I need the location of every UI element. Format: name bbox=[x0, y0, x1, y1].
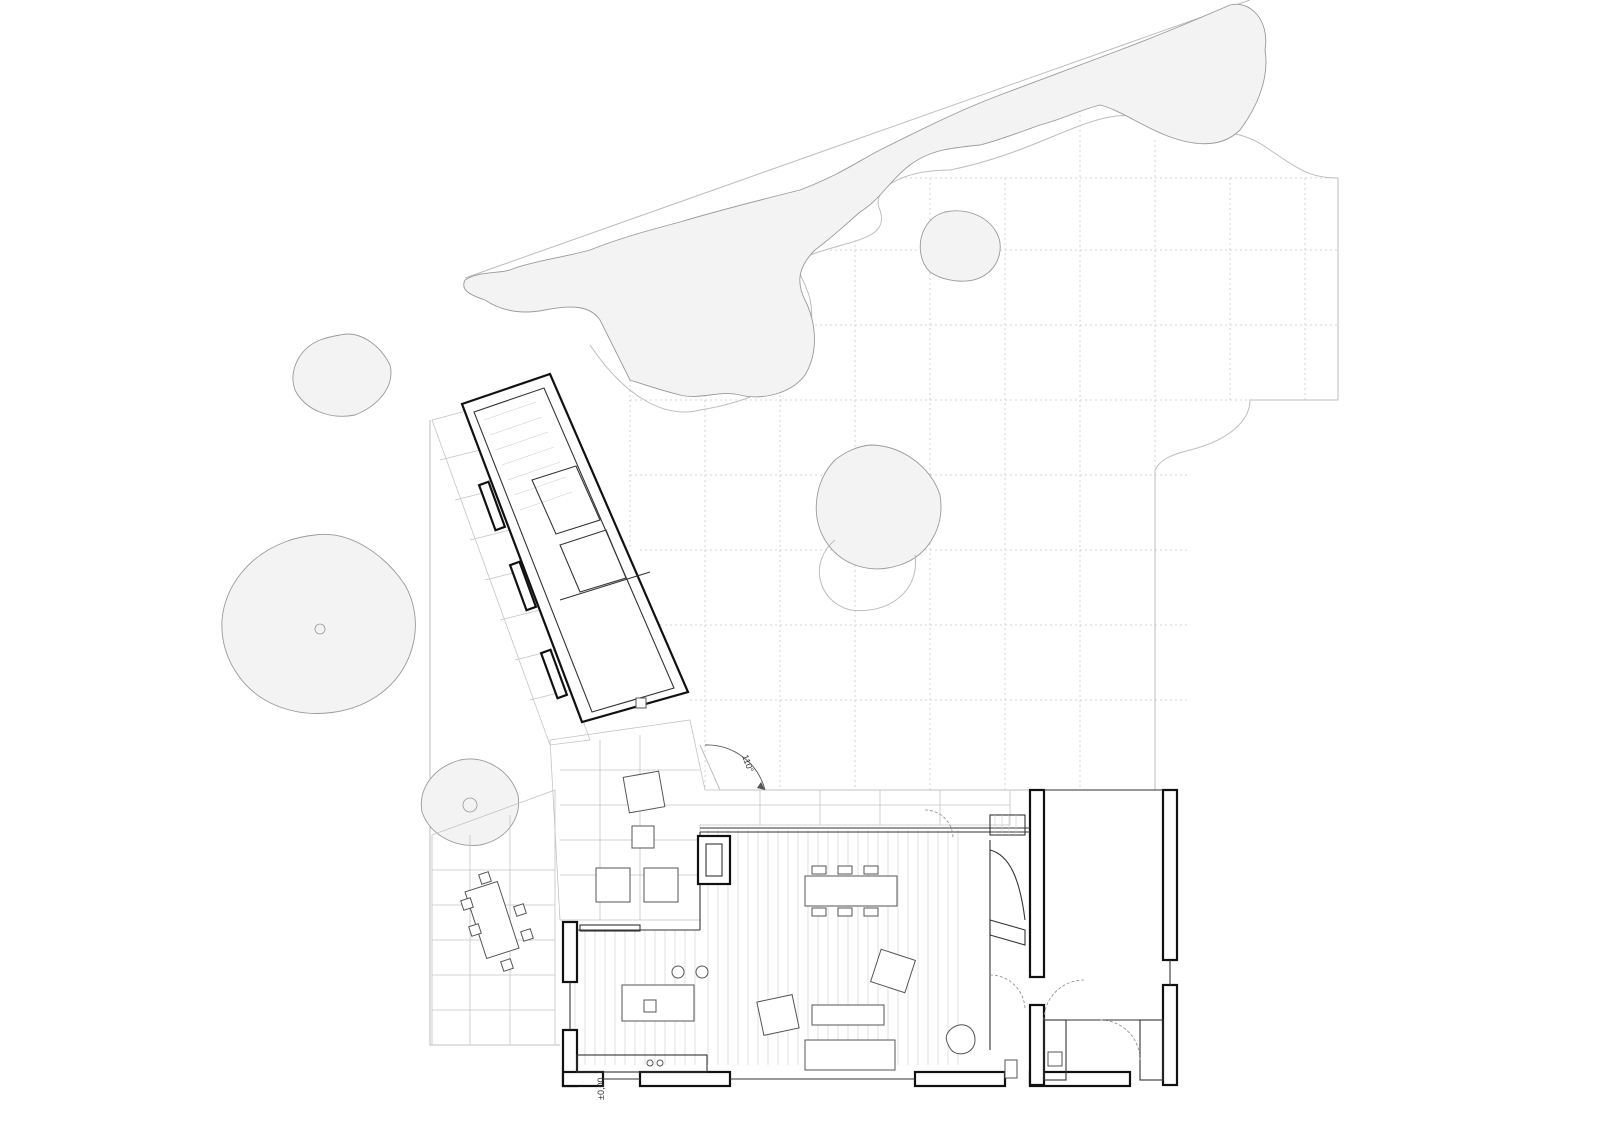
bar-stool bbox=[671, 965, 685, 979]
west-wall-segment bbox=[561, 920, 579, 984]
tree-trunk-marker bbox=[314, 623, 326, 635]
annex-partition bbox=[559, 571, 651, 601]
outdoor-chair bbox=[500, 958, 514, 972]
dining-table bbox=[804, 875, 898, 907]
bar-stool bbox=[695, 965, 709, 979]
level-label: ±0,00 bbox=[596, 1078, 606, 1100]
utility-cabinet bbox=[1043, 1019, 1067, 1081]
sauna-benches bbox=[483, 401, 573, 511]
floor-boards bbox=[574, 830, 959, 1065]
site-line-north bbox=[464, 0, 1251, 279]
dining-chair bbox=[837, 907, 853, 917]
interior-wall bbox=[1028, 1003, 1046, 1087]
outdoor-chair bbox=[595, 867, 631, 903]
tree-canopy bbox=[292, 333, 392, 417]
tree-canopy bbox=[815, 444, 942, 570]
door-swing bbox=[1043, 979, 1085, 1021]
fireplace-firebox bbox=[705, 843, 723, 877]
main-house bbox=[561, 770, 1179, 1088]
armchair bbox=[756, 994, 800, 1036]
door-swing bbox=[1099, 1019, 1141, 1061]
cooktop-burner bbox=[656, 1059, 664, 1067]
kitchen-counter bbox=[576, 1054, 708, 1073]
dining-chair bbox=[811, 907, 827, 917]
angle-arrow bbox=[757, 782, 765, 790]
kitchen-island bbox=[621, 984, 695, 1022]
dining-chair bbox=[837, 865, 853, 875]
south-wall-segment bbox=[638, 1070, 732, 1088]
east-wall-segment bbox=[1161, 983, 1179, 1087]
courtyard-paving bbox=[549, 719, 1011, 921]
annex-building bbox=[460, 372, 690, 724]
dining-chair bbox=[811, 865, 827, 875]
rug-stone bbox=[945, 1024, 976, 1055]
outdoor-chair bbox=[622, 770, 666, 814]
planting-bed bbox=[819, 539, 917, 612]
annex-step bbox=[635, 697, 647, 709]
door-swing bbox=[989, 974, 1026, 1011]
terrace-step bbox=[579, 924, 641, 932]
wc-toilet bbox=[1004, 1059, 1018, 1079]
outdoor-chair bbox=[520, 928, 534, 942]
armchair bbox=[869, 948, 917, 994]
staircase bbox=[989, 814, 1026, 1050]
annex-window bbox=[508, 560, 538, 612]
annex-window bbox=[477, 480, 507, 532]
east-wall-segment bbox=[1161, 788, 1179, 962]
sofa bbox=[804, 1039, 896, 1071]
fireplace bbox=[696, 834, 732, 886]
dining-chair bbox=[863, 907, 879, 917]
tree-canopy bbox=[420, 758, 520, 846]
outdoor-table bbox=[464, 880, 520, 960]
storage-shelf bbox=[1139, 1019, 1164, 1081]
side-table bbox=[631, 825, 655, 849]
tree-trunk-marker bbox=[462, 797, 478, 813]
cooktop-burner bbox=[646, 1059, 654, 1067]
outdoor-chair bbox=[460, 897, 474, 911]
door-swing bbox=[924, 809, 954, 839]
annex-window bbox=[539, 648, 569, 700]
outdoor-chair bbox=[643, 867, 679, 903]
tree-canopy bbox=[463, 3, 1267, 398]
terrace-dining-set bbox=[460, 871, 534, 972]
outdoor-chair bbox=[513, 903, 527, 917]
kitchen-sink bbox=[643, 999, 657, 1013]
woodland-strip bbox=[463, 3, 1267, 398]
interior-wall bbox=[1028, 788, 1046, 979]
angle-dimension: 110° bbox=[704, 744, 766, 791]
angle-label: 110° bbox=[740, 753, 756, 774]
bench bbox=[811, 1004, 885, 1026]
shower-room bbox=[531, 465, 601, 535]
outdoor-chair bbox=[478, 871, 492, 885]
wc-room bbox=[559, 529, 627, 593]
south-wall-segment bbox=[913, 1070, 1007, 1088]
dining-chair bbox=[863, 865, 879, 875]
tree-canopy bbox=[919, 210, 1001, 282]
outdoor-chair bbox=[468, 923, 482, 937]
angle-arc bbox=[704, 744, 766, 791]
utility-sink bbox=[1047, 1051, 1063, 1067]
